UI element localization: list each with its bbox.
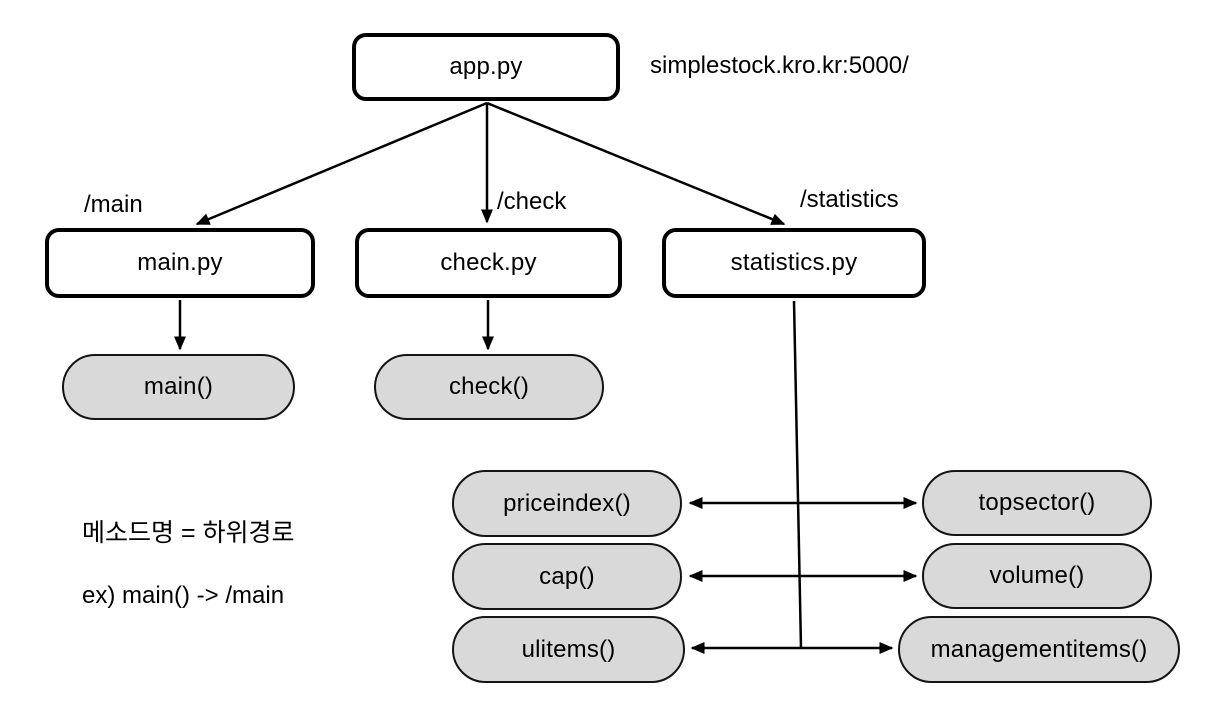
node-check-py-label: check.py	[440, 249, 537, 276]
node-statistics-py: statistics.py	[662, 228, 926, 298]
node-check-fn-label: check()	[448, 373, 530, 400]
edge-statistics-trunk	[792, 300, 803, 649]
node-topsector-fn: topsector()	[922, 470, 1152, 536]
route-label-main: /main	[84, 191, 143, 218]
node-app-py-label: app.py	[449, 53, 523, 80]
node-managementitems-fn-label: managementitems()	[930, 635, 1148, 663]
node-check-fn: check()	[374, 354, 604, 420]
node-main-py: main.py	[45, 228, 315, 298]
node-app-py: app.py	[352, 33, 620, 101]
node-priceindex-fn-label: priceindex()	[503, 489, 631, 517]
node-check-py: check.py	[355, 228, 622, 298]
node-main-fn-label: main()	[143, 373, 214, 400]
note-example: ex) main() -> /main	[82, 582, 285, 609]
node-volume-fn-label: volume()	[989, 562, 1085, 589]
node-ulitems-fn: ulitems()	[452, 616, 685, 683]
node-cap-fn-label: cap()	[539, 562, 595, 590]
node-main-fn: main()	[62, 354, 295, 420]
node-priceindex-fn: priceindex()	[452, 470, 682, 537]
node-volume-fn: volume()	[922, 543, 1152, 609]
node-topsector-fn-label: topsector()	[978, 489, 1096, 516]
node-ulitems-fn-label: ulitems()	[521, 635, 616, 663]
node-main-py-label: main.py	[137, 249, 223, 276]
node-managementitems-fn: managementitems()	[898, 616, 1180, 683]
edge-app-to-main	[195, 101, 488, 226]
node-cap-fn: cap()	[452, 543, 682, 610]
node-statistics-py-label: statistics.py	[730, 249, 858, 276]
route-label-statistics: /statistics	[800, 186, 899, 213]
route-label-check: /check	[497, 188, 567, 215]
server-url-label: simplestock.kro.kr:5000/	[650, 52, 909, 79]
edge-app-to-statistics	[486, 101, 786, 226]
note-rule: 메소드명 = 하위경로	[82, 519, 295, 547]
